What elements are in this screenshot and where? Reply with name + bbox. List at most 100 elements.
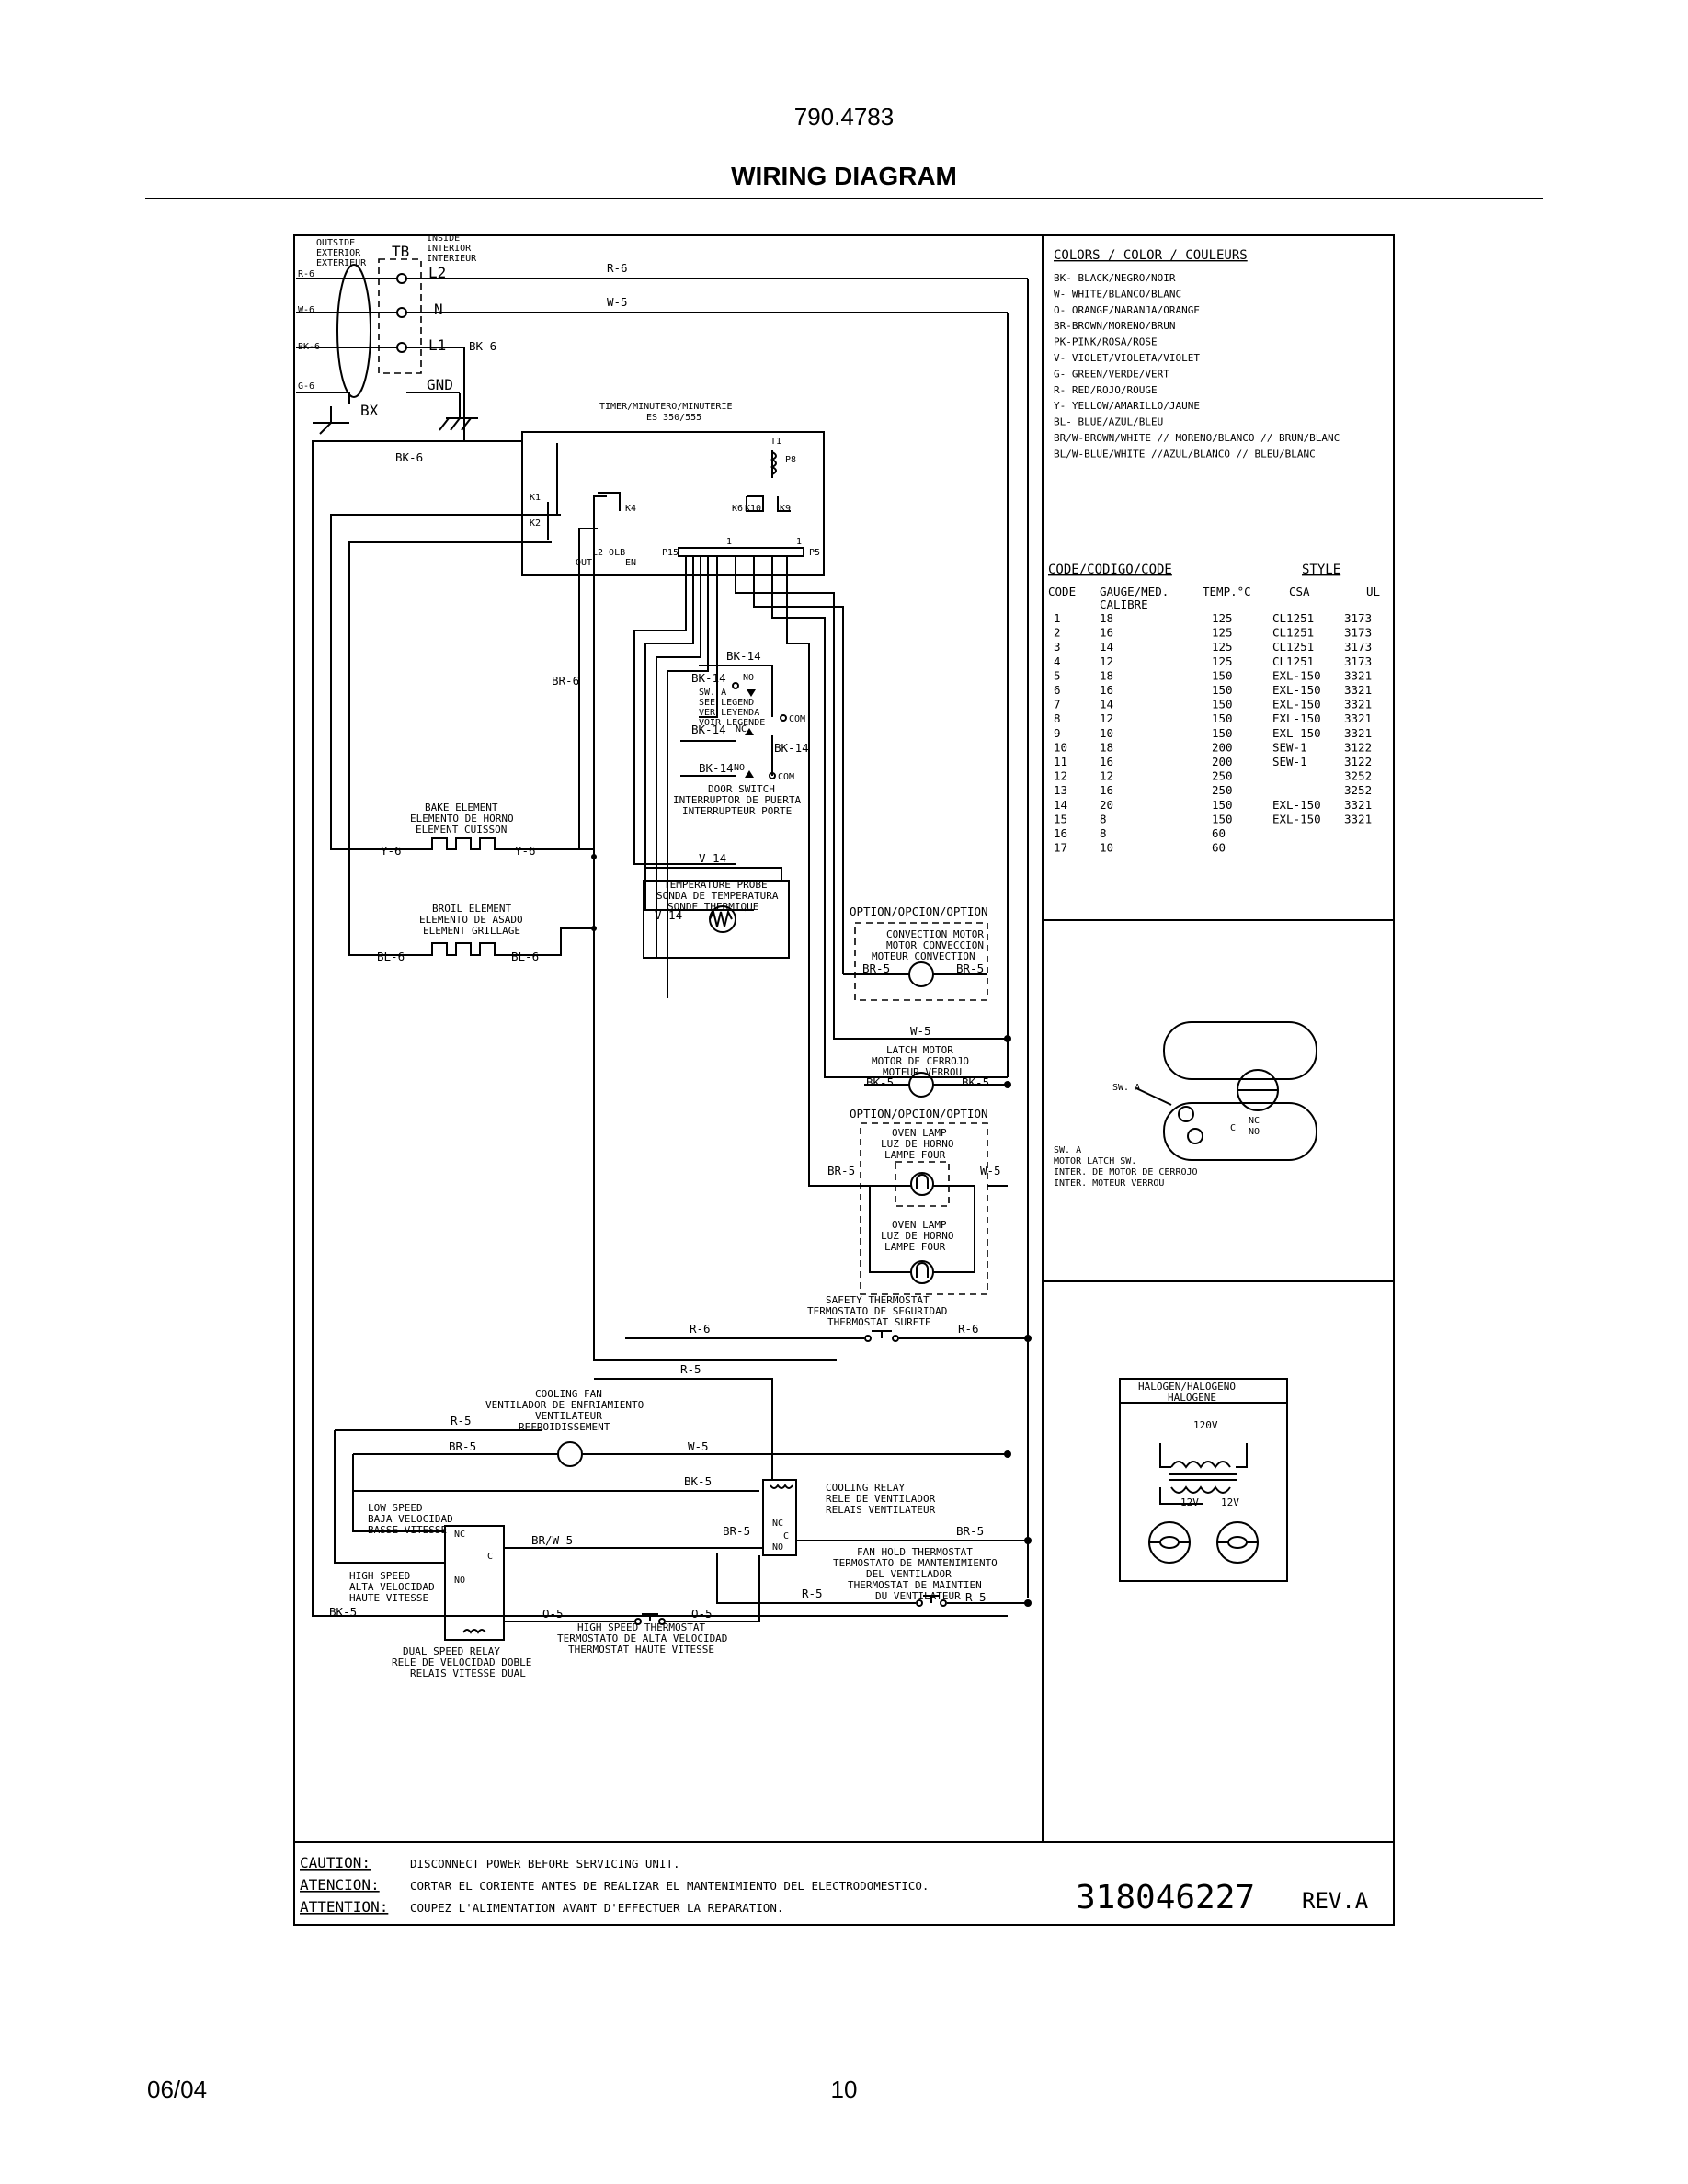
svg-text:BK-14: BK-14 [699,761,734,775]
convection-motor: OPTION/OPCION/OPTION CONVECTION MOTOR MO… [843,904,988,1001]
svg-text:L2 OLB: L2 OLB [592,548,625,558]
colors-legend-title: COLORS / COLOR / COULEURS [1054,248,1248,263]
timer-box [521,431,825,576]
code-table-cell: 10 [1100,841,1113,855]
code-table-cell: EXL-150 [1272,812,1321,825]
svg-text:ELEMENT CUISSON: ELEMENT CUISSON [416,824,507,836]
svg-text:OVEN LAMP: OVEN LAMP [892,1219,947,1231]
page-number: 10 [830,2076,858,2103]
gnd-label: GND [427,376,453,393]
code-table-cell: 3321 [1344,798,1372,812]
svg-text:LUZ DE HORNO: LUZ DE HORNO [881,1138,953,1150]
diagram-frame [293,234,1395,1926]
color-legend-item: BR/W-BROWN/WHITE // MORENO/BLANCO // BRU… [1054,432,1340,444]
code-table-cell: 200 [1212,755,1233,768]
svg-text:P8: P8 [785,455,796,465]
svg-text:REFROIDISSEMENT: REFROIDISSEMENT [519,1421,610,1433]
svg-text:V-14: V-14 [699,851,726,865]
code-table-cell: 3173 [1344,611,1372,625]
caution-label: CAUTION: [300,1854,371,1871]
svg-text:W-6: W-6 [298,305,314,315]
svg-text:TEMPERATURE PROBE: TEMPERATURE PROBE [664,879,768,891]
code-table-cell: 3321 [1344,711,1372,725]
temperature-probe: V-14 TEMPERATURE PROBE SONDA DE TEMPERAT… [643,851,790,959]
svg-text:BK-14: BK-14 [726,649,761,663]
svg-text:SW. A: SW. A [1054,1145,1081,1155]
svg-text:SONDA DE TEMPERATURA: SONDA DE TEMPERATURA [656,890,779,902]
code-table-cell: 15 [1054,812,1067,825]
svg-text:BK-6: BK-6 [395,450,423,464]
tb-label: TB [392,243,409,260]
code-table-cell: 3252 [1344,769,1372,783]
code-table-cell: 3173 [1344,654,1372,668]
col-ul: UL [1366,585,1380,598]
code-table-cell: 3173 [1344,626,1372,640]
code-table-cell: 1 [1054,611,1061,625]
svg-text:HALOGENE: HALOGENE [1168,1392,1216,1404]
code-table-cell: 10 [1100,726,1113,740]
svg-text:R-5: R-5 [451,1414,472,1428]
svg-text:HALOGEN/HALOGENO: HALOGEN/HALOGENO [1138,1381,1236,1393]
code-table-cell: 150 [1212,798,1233,812]
svg-text:BR/W-5: BR/W-5 [531,1533,573,1547]
code-table-cell: 16 [1100,755,1113,768]
svg-text:RELAIS VITESSE DUAL: RELAIS VITESSE DUAL [410,1667,526,1679]
svg-text:L1: L1 [428,336,446,354]
code-table-cell: SEW-1 [1272,740,1307,754]
code-table-cell: 12 [1100,711,1113,725]
svg-text:HIGH SPEED: HIGH SPEED [349,1570,410,1582]
svg-text:NC: NC [454,1530,465,1540]
caution-block: CAUTION: ATENCION: ATTENTION: DISCONNECT… [300,1854,1369,1917]
bx-label: BX [360,402,379,419]
svg-text:OUT: OUT [576,558,592,568]
terminal-block-box [378,258,422,374]
svg-text:NO: NO [454,1575,465,1586]
svg-text:G-6: G-6 [298,381,314,392]
style-title: STYLE [1302,563,1340,577]
svg-text:MOTOR LATCH SW.: MOTOR LATCH SW. [1054,1156,1136,1166]
svg-text:BR-5: BR-5 [827,1164,855,1177]
svg-text:COOLING FAN: COOLING FAN [535,1388,602,1400]
svg-text:EXTERIOR: EXTERIOR [316,248,361,258]
code-table-cell: 16 [1100,683,1113,697]
timer-connector [678,547,804,557]
code-table-cell: CL1251 [1272,654,1314,668]
fan-hold-thermostat: FAN HOLD THERMOSTAT TERMOSTATO DE MANTEN… [716,1546,1032,1607]
svg-text:Y-6: Y-6 [381,844,402,858]
svg-text:DUAL SPEED RELAY: DUAL SPEED RELAY [403,1645,500,1657]
svg-text:COM: COM [789,714,805,724]
svg-text:BK-5: BK-5 [962,1075,989,1089]
svg-text:SW. A: SW. A [699,688,726,698]
svg-text:V-14: V-14 [655,908,682,922]
svg-text:DOOR SWITCH: DOOR SWITCH [708,783,775,795]
svg-text:BR-5: BR-5 [956,961,984,975]
code-table-cell: 3 [1054,640,1061,654]
code-table-title: CODE/CODIGO/CODE [1048,563,1172,577]
svg-text:R-6: R-6 [958,1322,979,1336]
svg-text:P5: P5 [809,548,820,558]
code-table-cell: 150 [1212,726,1233,740]
code-table-cell: 4 [1054,654,1061,668]
svg-text:INTERIEUR: INTERIEUR [427,254,477,264]
caution-text-en: DISCONNECT POWER BEFORE SERVICING UNIT. [410,1857,680,1871]
svg-text:RELAIS VENTILATEUR: RELAIS VENTILATEUR [826,1504,936,1516]
terminal-n [396,307,407,318]
code-table-cell: 2 [1054,626,1061,640]
svg-text:OPTION/OPCION/OPTION: OPTION/OPCION/OPTION [850,904,988,918]
code-table-cell: 9 [1054,726,1061,740]
color-legend-item: BK- BLACK/NEGRO/NOIR [1054,272,1176,284]
svg-text:BR-6: BR-6 [552,674,579,688]
svg-text:LOW SPEED: LOW SPEED [368,1502,423,1514]
code-table-cell: 3321 [1344,726,1372,740]
svg-text:ES 350/555: ES 350/555 [646,413,701,423]
svg-text:NO: NO [1249,1127,1260,1137]
color-legend-item: PK-PINK/ROSA/ROSE [1054,336,1158,348]
svg-text:THERMOSTAT SURETE: THERMOSTAT SURETE [827,1316,931,1328]
svg-text:ELEMENTO DE HORNO: ELEMENTO DE HORNO [410,813,514,825]
terminal-block: OUTSIDE EXTERIOR EXTERIEUR TB INSIDE INT… [296,233,478,435]
svg-text:Y-6: Y-6 [515,844,536,858]
svg-text:T1: T1 [770,437,781,447]
svg-text:L2: L2 [428,264,446,281]
door-switch: BK-14 BK-14 NO SW. A SEE LEGEND VER LEYE… [673,649,809,817]
